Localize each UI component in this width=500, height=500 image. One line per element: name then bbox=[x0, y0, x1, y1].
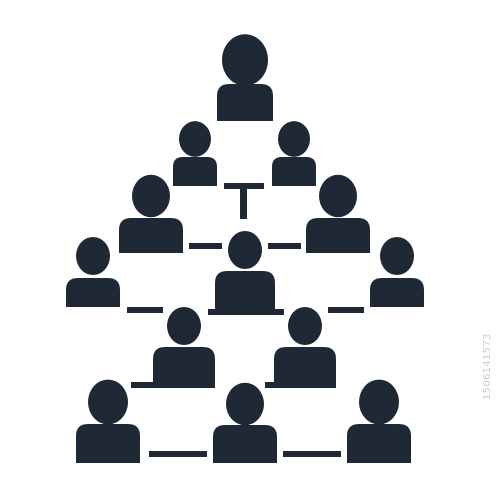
person-icon bbox=[76, 379, 140, 463]
person-body bbox=[66, 278, 120, 307]
person-head bbox=[228, 230, 262, 270]
connector-line bbox=[149, 451, 207, 457]
person-head bbox=[288, 306, 322, 346]
person-icon bbox=[119, 174, 183, 253]
person-icon bbox=[272, 121, 316, 186]
person-body bbox=[217, 84, 273, 121]
person-icon bbox=[274, 306, 336, 388]
person-icon bbox=[306, 174, 370, 253]
connector-line bbox=[189, 243, 222, 249]
person-head bbox=[167, 306, 201, 346]
person-icon bbox=[370, 236, 424, 307]
person-icon bbox=[213, 382, 277, 463]
person-body bbox=[153, 347, 215, 388]
person-body bbox=[213, 425, 277, 463]
person-head bbox=[278, 121, 310, 157]
person-body bbox=[347, 424, 411, 463]
person-icon bbox=[347, 379, 411, 463]
person-icon bbox=[217, 34, 273, 121]
person-body bbox=[119, 218, 183, 253]
person-icon bbox=[173, 121, 217, 186]
person-head bbox=[179, 121, 211, 157]
watermark-code: 1506141573 bbox=[482, 333, 493, 400]
person-body bbox=[370, 278, 424, 307]
person-body bbox=[173, 157, 217, 186]
person-head bbox=[88, 379, 128, 425]
person-body bbox=[215, 271, 275, 313]
people-group bbox=[66, 34, 424, 463]
person-body bbox=[274, 347, 336, 388]
person-icon bbox=[215, 230, 275, 313]
person-body bbox=[272, 157, 316, 186]
connector-line bbox=[283, 451, 341, 457]
person-head bbox=[319, 174, 357, 218]
person-head bbox=[222, 34, 268, 86]
connector-line bbox=[328, 307, 364, 313]
person-body bbox=[306, 218, 370, 253]
person-head bbox=[132, 174, 170, 218]
person-head bbox=[380, 236, 414, 276]
person-head bbox=[359, 379, 399, 425]
person-head bbox=[226, 382, 264, 426]
person-icon bbox=[66, 236, 120, 307]
person-head bbox=[76, 236, 110, 276]
connector-line bbox=[127, 307, 163, 313]
person-body bbox=[76, 424, 140, 463]
connector-line bbox=[240, 183, 247, 219]
connector-line bbox=[131, 382, 171, 388]
connector-line bbox=[268, 243, 301, 249]
person-icon bbox=[153, 306, 215, 388]
